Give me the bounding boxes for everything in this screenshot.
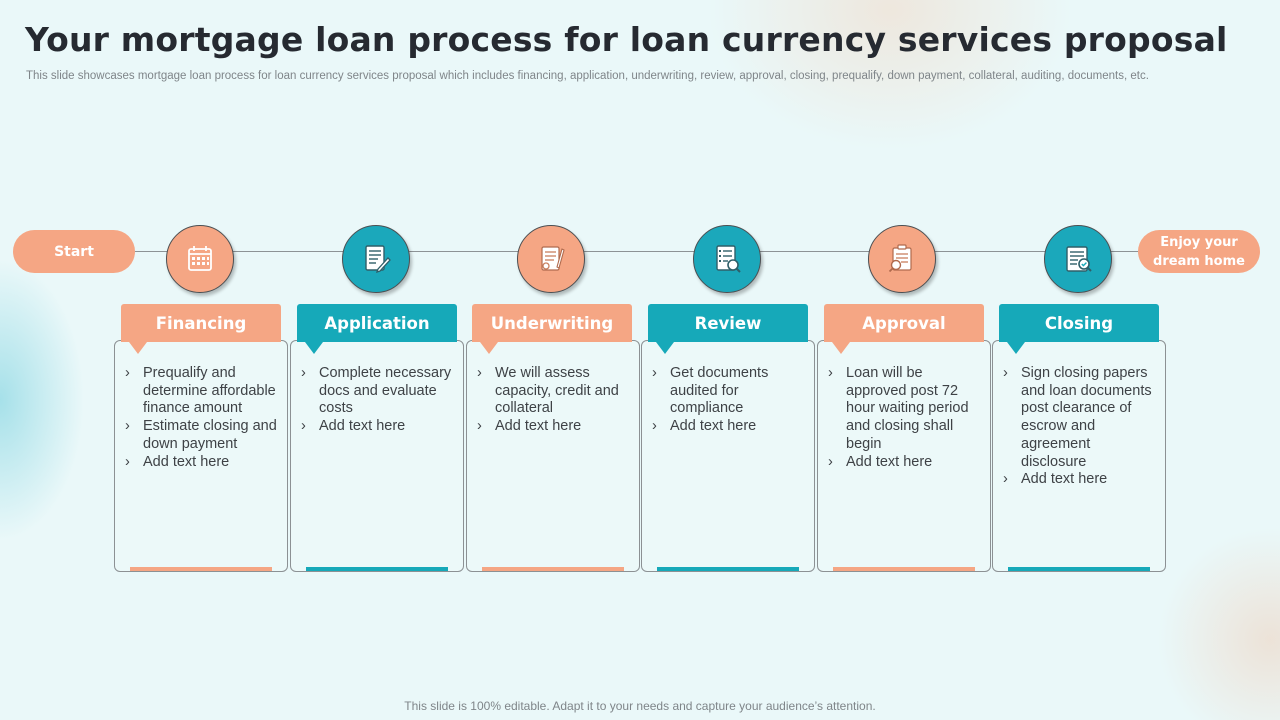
stage-3-bullet-2: Add text here (477, 418, 631, 436)
stage-bullets-3: We will assess capacity, credit and coll… (467, 341, 639, 436)
start-pill: Start (13, 230, 135, 273)
stage-bullets-5: Loan will be approved post 72 hour waiti… (818, 341, 990, 471)
stage-3-glyph (541, 246, 565, 271)
stage-4-glyph (716, 245, 741, 273)
stage-4-bullet-2: Add text here (652, 418, 806, 436)
stage-header-1: Financing (121, 304, 281, 354)
clipboard-search-icon (868, 225, 936, 293)
calendar-icon (166, 225, 234, 293)
stage-card-6: Sign closing papers and loan documents p… (992, 340, 1166, 572)
stage-2-glyph (365, 245, 391, 274)
stage-underline-6 (1008, 567, 1150, 571)
slide-title: Your mortgage loan process for loan curr… (25, 20, 1228, 59)
stage-2-bullet-1: Complete necessary docs and evaluate cos… (301, 365, 455, 418)
stage-header-3: Underwriting (472, 304, 632, 354)
stage-bullets-4: Get documents audited for complianceAdd … (642, 341, 814, 436)
slide-subtitle: This slide showcases mortgage loan proce… (26, 70, 1149, 82)
stage-card-1: Prequalify and determine affordable fina… (114, 340, 288, 572)
document-pen-icon (517, 225, 585, 293)
stage-underline-2 (306, 567, 448, 571)
report-search-icon (1044, 225, 1112, 293)
stage-card-2: Complete necessary docs and evaluate cos… (290, 340, 464, 572)
stage-header-6: Closing (999, 304, 1159, 354)
stage-4-bullet-1: Get documents audited for compliance (652, 365, 806, 418)
stage-card-4: Get documents audited for complianceAdd … (641, 340, 815, 572)
stage-card-5: Loan will be approved post 72 hour waiti… (817, 340, 991, 572)
checklist-search-icon (693, 225, 761, 293)
stage-bullets-6: Sign closing papers and loan documents p… (993, 341, 1165, 489)
end-pill: Enjoy your dream home (1138, 230, 1260, 273)
form-pen-icon (342, 225, 410, 293)
stage-5-glyph (888, 244, 912, 273)
stage-1-bullet-1: Prequalify and determine affordable fina… (125, 365, 279, 418)
stage-card-3: We will assess capacity, credit and coll… (466, 340, 640, 572)
stage-underline-5 (833, 567, 975, 571)
stage-underline-4 (657, 567, 799, 571)
stage-5-bullet-1: Loan will be approved post 72 hour waiti… (828, 365, 982, 454)
stage-5-bullet-2: Add text here (828, 454, 982, 472)
stage-header-4: Review (648, 304, 808, 354)
stage-1-bullet-2: Estimate closing and down payment (125, 418, 279, 453)
stage-6-bullet-2: Add text here (1003, 471, 1157, 489)
stage-6-glyph (1066, 246, 1092, 272)
stage-bullets-1: Prequalify and determine affordable fina… (115, 341, 287, 471)
timeline-line (130, 251, 1140, 252)
stage-header-2: Application (297, 304, 457, 354)
stage-1-glyph (188, 246, 212, 271)
stage-3-bullet-1: We will assess capacity, credit and coll… (477, 365, 631, 418)
stage-1-bullet-3: Add text here (125, 454, 279, 472)
stage-bullets-2: Complete necessary docs and evaluate cos… (291, 341, 463, 436)
stage-header-5: Approval (824, 304, 984, 354)
stage-6-bullet-1: Sign closing papers and loan documents p… (1003, 365, 1157, 471)
slide-footer: This slide is 100% editable. Adapt it to… (404, 699, 876, 713)
stage-2-bullet-2: Add text here (301, 418, 455, 436)
stage-underline-3 (482, 567, 624, 571)
stage-underline-1 (130, 567, 272, 571)
